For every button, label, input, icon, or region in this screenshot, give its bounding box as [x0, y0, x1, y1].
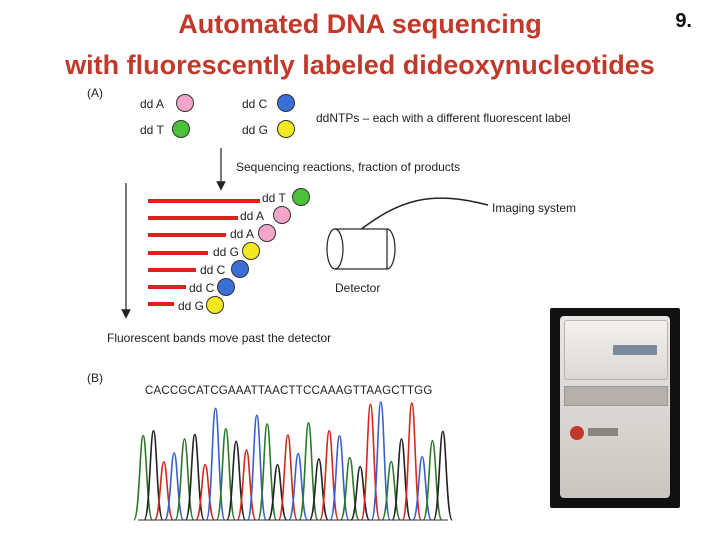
product-bar	[148, 199, 260, 203]
product-label: dd C	[200, 263, 226, 277]
chromatogram-peak	[350, 465, 371, 521]
chromatogram-peak	[391, 438, 412, 521]
product-label: dd A	[240, 209, 265, 223]
chromatogram-peak	[164, 452, 185, 521]
detector-label: Detector	[335, 281, 381, 295]
chromatogram-peak	[370, 401, 391, 521]
sequencer-brand-plate	[588, 428, 618, 436]
chromatogram-peak	[195, 463, 216, 521]
chromatogram-peak	[381, 460, 402, 521]
chromatogram-peak	[298, 422, 319, 521]
product-bar	[148, 268, 196, 272]
chromatogram-peak	[401, 402, 422, 521]
product-dot	[292, 188, 310, 206]
bands-caption: Fluorescent bands move past the detector	[107, 331, 332, 345]
product-bar	[148, 216, 238, 220]
chromatogram-peak	[412, 455, 433, 521]
panel-a-label: (A)	[87, 86, 103, 100]
legend-ddt-label: dd T	[140, 123, 164, 137]
product-label: dd C	[189, 281, 215, 295]
chromatogram-peak	[236, 449, 257, 521]
panel-b-label: (B)	[87, 371, 103, 385]
imaging-system-label: Imaging system	[492, 201, 577, 215]
legend-ddg-dot	[277, 120, 295, 138]
legend-dda-label: dd A	[140, 97, 165, 111]
legend-ddg-label: dd G	[242, 123, 269, 137]
legend-dda-dot	[176, 94, 194, 112]
product-label: dd A	[230, 227, 255, 241]
product-bar	[148, 251, 208, 255]
product-dot	[217, 278, 235, 296]
chromatogram-peak	[308, 458, 329, 521]
product-bar	[148, 302, 174, 306]
chromatogram-peak	[288, 452, 309, 521]
slide-title-line-2: with fluorescently labeled dideoxynucleo…	[65, 50, 655, 80]
sequencer-logo-icon	[570, 426, 584, 440]
product-dot	[258, 224, 276, 242]
legend-ddc-dot	[277, 94, 295, 112]
product-bar	[148, 233, 226, 237]
product-dot	[242, 242, 260, 260]
legend-ddc-label: dd C	[242, 97, 268, 111]
sequencer-tray	[564, 386, 668, 406]
product-label: dd G	[213, 245, 240, 259]
sequencer-lid	[564, 320, 668, 380]
slide-title-line-1: Automated DNA sequencing	[178, 9, 542, 39]
product-label: dd G	[178, 299, 205, 313]
sequence-read: CACCGCATCGAAATTAACTTCCAAAGTTAAGCTTGG	[145, 385, 433, 397]
detector-cable	[359, 197, 489, 231]
chromatogram-peak	[153, 461, 174, 521]
ddntps-caption: ddNTPs – each with a different fluoresce…	[316, 111, 571, 125]
product-dot	[273, 206, 291, 224]
sequencer-instrument-image	[550, 308, 680, 508]
chromatogram-peak	[432, 430, 453, 521]
product-dot	[231, 260, 249, 278]
sequencer-display-panel	[613, 345, 657, 355]
slide-number: 9.	[675, 10, 692, 32]
detector-cylinder	[326, 228, 396, 270]
legend-ddt-dot	[172, 120, 190, 138]
sequencer-body	[560, 316, 670, 498]
product-label: dd T	[262, 191, 286, 205]
product-dot	[206, 296, 224, 314]
chromatogram-peak	[267, 463, 288, 521]
reactions-caption: Sequencing reactions, fraction of produc…	[236, 160, 461, 174]
product-bar	[148, 285, 186, 289]
